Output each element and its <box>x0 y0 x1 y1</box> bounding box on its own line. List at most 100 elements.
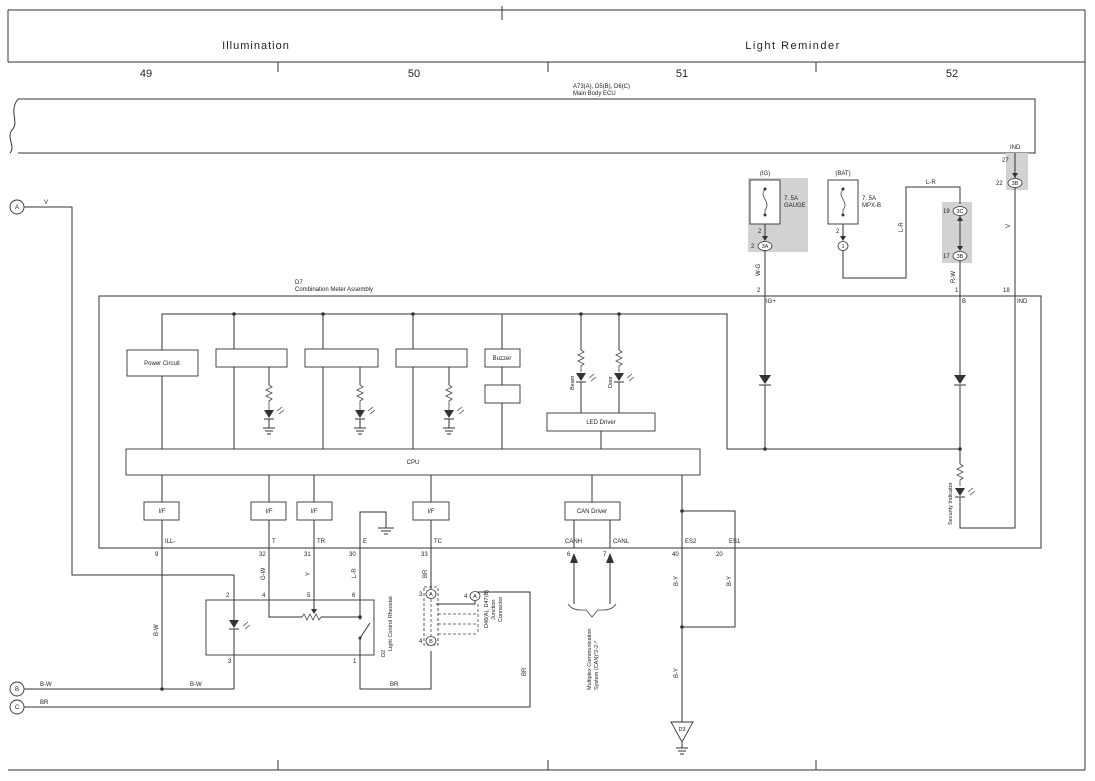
fuse-mpx-b-source: (BAT) <box>835 171 850 177</box>
wire-label-b-y-2: B-Y <box>727 576 733 586</box>
wire-label-b-y-1: B-Y <box>674 576 680 586</box>
beam-door-leds <box>576 349 635 413</box>
junction-pin-4-bottom: 4 <box>419 639 423 645</box>
header-frame <box>7 6 1086 771</box>
main-body-ecu <box>9 98 1036 154</box>
wire-label-l-r-vert: L-R <box>899 222 905 232</box>
junction-conn-a-left: A <box>429 592 433 598</box>
pin-num-30: 30 <box>349 552 356 558</box>
pin-num-7: 7 <box>603 552 607 558</box>
junction-label-name: Junction <box>491 600 497 621</box>
if-label-t: I/F <box>266 509 273 515</box>
pin-num-9: 9 <box>155 552 159 558</box>
ind-connector <box>1007 153 1023 296</box>
combination-meter-box <box>98 295 1042 549</box>
if-block-tc <box>412 501 450 521</box>
pin-num-6: 6 <box>567 552 571 558</box>
can-driver-block <box>564 501 621 521</box>
if-connections <box>161 475 736 548</box>
junction-pin-4-top: 4 <box>464 594 468 600</box>
wire-label-b-w-mid: B-W <box>190 682 202 688</box>
can-driver-label: CAN Driver <box>577 509 607 515</box>
wire-label-y: Y <box>306 572 312 576</box>
rheostat-label-code: D2 <box>381 650 387 657</box>
conn-3c-pin: 19 <box>943 209 950 215</box>
if-block-t <box>250 501 287 521</box>
led-driver-label: LED Driver <box>586 420 615 426</box>
fuse-gauge <box>749 179 781 296</box>
column-number-49: 49 <box>140 68 152 80</box>
wire-label-l-r-bottom: L-R <box>352 568 358 578</box>
ecu-label-connectors: A73(A), D5(B), D6(C) <box>573 84 630 90</box>
wire-label-w-g: W-G <box>756 263 762 276</box>
wire-label-v-ind: V <box>1006 224 1012 228</box>
fuse-gauge-conn: 3A <box>762 244 769 250</box>
fuse-gauge-source: (IG) <box>760 171 770 177</box>
can-system-label-2: System (CAN)*2-2-* <box>594 640 600 690</box>
ig-diode <box>759 296 771 451</box>
fuse-gauge-conn-pin: 2 <box>751 244 755 250</box>
junction-connector <box>423 586 481 646</box>
wire-label-br-bottom: BR <box>40 700 49 706</box>
pin-name-es2: ES2 <box>685 539 697 545</box>
column-number-51: 51 <box>676 68 688 80</box>
pin-num-40: 40 <box>672 552 679 558</box>
if-label-tc: I/F <box>428 509 435 515</box>
beam-label: Beam <box>570 375 576 390</box>
power-circuit-block <box>126 349 199 377</box>
wire-label-br-tc: BR <box>423 569 429 578</box>
rheostat-pin-6: 6 <box>352 593 356 599</box>
pin-num-20: 20 <box>716 552 723 558</box>
fuse-mpx-b <box>827 179 961 279</box>
pin-num-32: 32 <box>259 552 266 558</box>
b-diode-security <box>954 296 1016 529</box>
ind-pin-27: 27 <box>1002 158 1009 164</box>
wire-label-b-w-left: B-W <box>40 682 52 688</box>
pin-name-canl: CANL <box>613 539 630 545</box>
door-label: Door <box>608 376 614 388</box>
ground-label: D3 <box>678 727 685 733</box>
junction-pin-3: 3 <box>419 592 423 598</box>
rheostat-pin-4: 4 <box>262 593 266 599</box>
wire-label-l-r-top: L-R <box>926 180 936 186</box>
ind-pin-22: 22 <box>996 181 1003 187</box>
pin-name-tr: TR <box>317 539 326 545</box>
rheostat-pin-3: 3 <box>228 659 232 665</box>
wire-label-g-w: G-W <box>261 567 267 580</box>
wire-label-r-w: R-W <box>951 271 957 283</box>
rheostat-pin-2: 2 <box>226 593 230 599</box>
rheostat-pin-1: 1 <box>353 659 357 665</box>
if-label-ill: I/F <box>159 509 166 515</box>
fuse-mpx-b-conn: 1 <box>841 244 844 250</box>
ecu-label-name: Main Body ECU <box>573 91 616 97</box>
edge-marker-a: A <box>15 205 19 211</box>
wire-label-b-y-3: B-Y <box>674 668 680 678</box>
if-block-ill <box>143 501 180 521</box>
column-number-50: 50 <box>408 68 420 80</box>
pin-name-t: T <box>272 539 276 545</box>
edge-markers <box>9 199 25 715</box>
pin-name-tc: TC <box>434 539 443 545</box>
wire-label-br-right: BR <box>522 667 528 676</box>
junction-label-code: D48(A), D47(B) <box>484 590 490 628</box>
if-block-tr <box>296 501 333 521</box>
buzzer-label: Buzzer <box>493 356 512 362</box>
meter-pin-name-b: B <box>962 299 966 305</box>
cpu-block <box>125 448 701 476</box>
light-control-rheostat <box>205 599 375 656</box>
ecu-pin-ind: IND <box>1010 145 1021 151</box>
wire-label-b-w-vert: B-W <box>154 624 160 636</box>
external-wiring <box>24 206 736 755</box>
header-title-light-reminder: Light Reminder <box>745 40 841 52</box>
meter-pin-name-ind: IND <box>1017 299 1028 305</box>
rheostat-pin-5: 5 <box>307 593 311 599</box>
pin-num-31: 31 <box>304 552 311 558</box>
meter-pin-top-1: 1 <box>955 288 959 294</box>
meter-pin-top-2: 2 <box>757 288 761 294</box>
rheostat-label-name: Light Control Rheostat <box>388 596 394 651</box>
security-indicator-label: Security Indicator <box>948 482 954 525</box>
fuse-gauge-pin: 2 <box>758 229 762 235</box>
power-circuit-label: Power Circuit <box>144 361 180 367</box>
meter-label-code: D7 <box>295 280 303 286</box>
